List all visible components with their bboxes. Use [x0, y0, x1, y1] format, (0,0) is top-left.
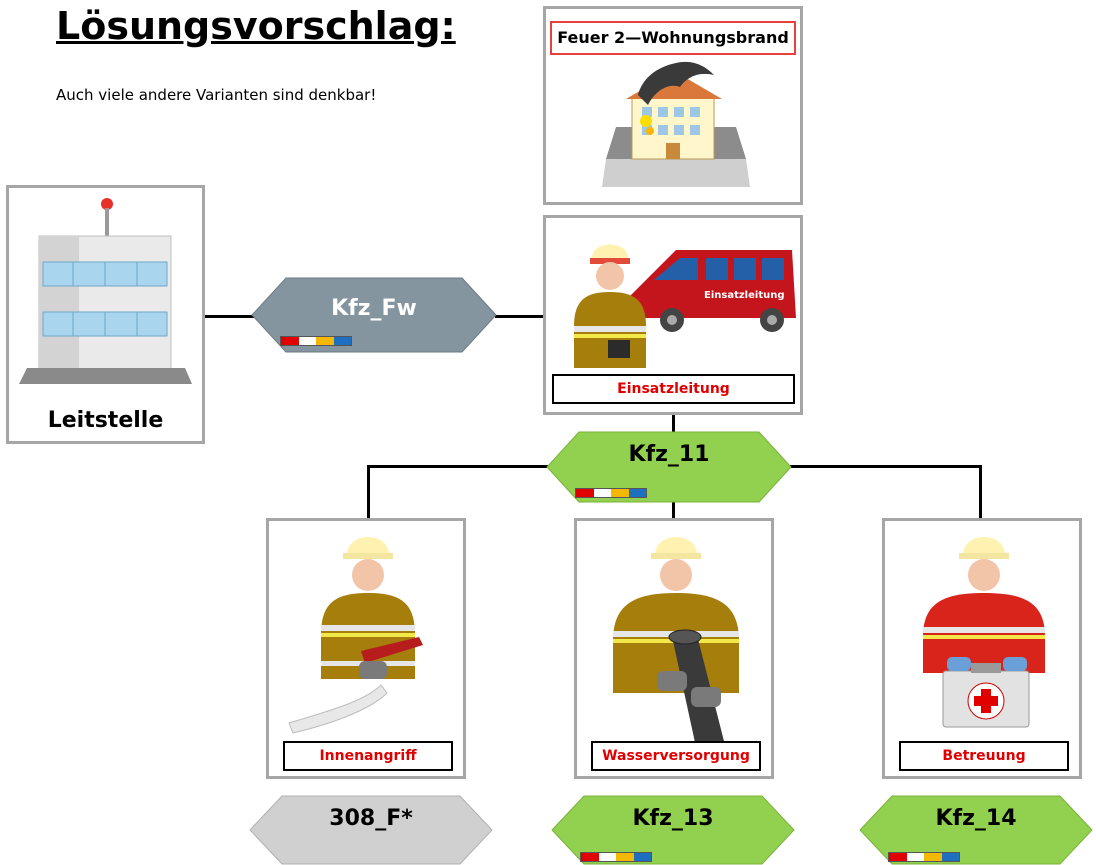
radio-link-kfz-14: Kfz_14: [858, 794, 1094, 865]
scenario-label: Feuer 2—Wohnungsbrand: [550, 21, 796, 55]
page-title: Lösungsvorschlag:: [56, 4, 456, 48]
page-subtitle: Auch viele andere Varianten sind denkbar…: [56, 86, 377, 104]
innenangriff-card: Innenangriff: [266, 518, 466, 779]
control-center-building-icon: [19, 198, 192, 384]
radio-link-308-f: 308_F*: [248, 794, 494, 865]
leitstelle-label: Leitstelle: [47, 408, 164, 433]
radio-link-kfz-13: Kfz_13: [550, 794, 796, 865]
radio-link-kfz-11: Kfz_11: [545, 430, 793, 504]
wasserversorgung-label: Wasserversorgung: [591, 741, 761, 771]
command-vehicle-firefighter-icon: Einsatzleitung: [574, 244, 796, 368]
radio-link-kfz-fw: Kfz_Fw: [250, 276, 498, 354]
betreuung-card: Betreuung: [882, 518, 1082, 779]
connector-branch-center-v: [672, 500, 675, 521]
f308-label: 308_F*: [329, 806, 413, 831]
betreuung-label: Betreuung: [899, 741, 1069, 771]
connector-branch-right-v: [979, 465, 982, 521]
signal-flag-kfz-fw: [280, 336, 352, 346]
connector-branch-right-h: [790, 465, 982, 468]
wasserversorgung-card: Wasserversorgung: [574, 518, 774, 779]
kfz-14-label: Kfz_14: [935, 806, 1017, 831]
leitstelle-card: Leitstelle: [6, 185, 205, 444]
kfz-fw-label: Kfz_Fw: [331, 296, 417, 321]
signal-flag-kfz-11: [575, 488, 647, 498]
signal-flag-kfz-13: [580, 852, 652, 862]
firefighter-suction-hose-icon: [613, 537, 739, 761]
burning-house-icon: [602, 61, 750, 187]
vehicle-text: Einsatzleitung: [704, 290, 785, 301]
einsatzleitung-label: Einsatzleitung: [552, 374, 795, 404]
paramedic-first-aid-icon: [923, 537, 1045, 728]
connector-einsatzleitung-kfz11: [672, 413, 675, 433]
innenangriff-label: Innenangriff: [283, 741, 453, 771]
signal-flag-kfz-14: [888, 852, 960, 862]
einsatzleitung-card: Einsatzleitung Einsatzleitung: [543, 215, 803, 415]
connector-branch-left-h: [367, 465, 552, 468]
connector-kfzfw-einsatzleitung: [495, 315, 547, 318]
scenario-card: Feuer 2—Wohnungsbrand: [543, 6, 803, 205]
kfz-11-label: Kfz_11: [628, 442, 710, 467]
connector-branch-left-v: [367, 465, 370, 521]
firefighter-hose-icon: [288, 537, 423, 734]
connector-leitstelle-kfzfw: [203, 315, 255, 318]
kfz-13-label: Kfz_13: [632, 806, 714, 831]
